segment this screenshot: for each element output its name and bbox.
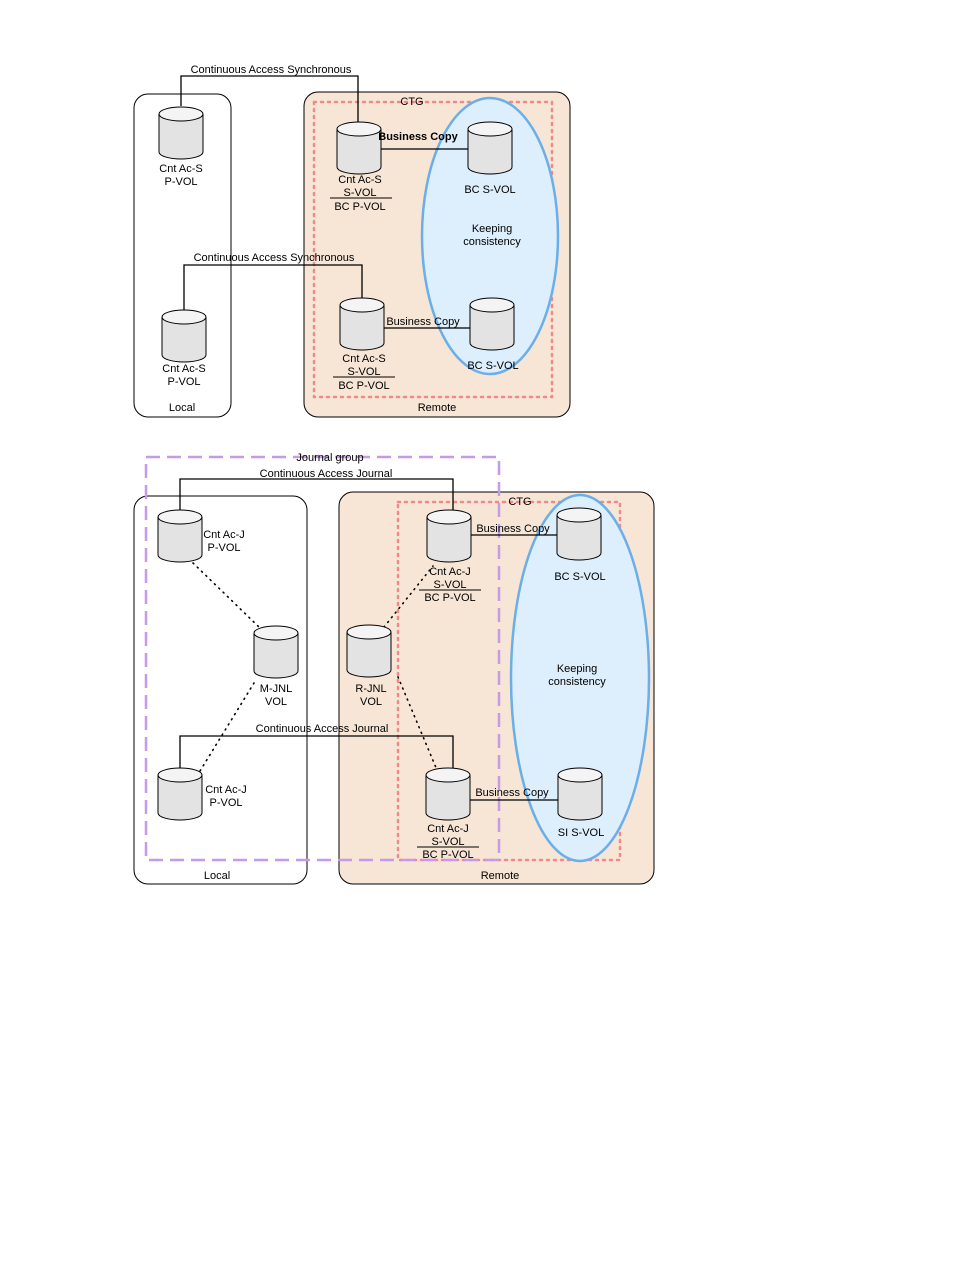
local-site-box — [133, 93, 232, 418]
volume-label: P-VOL — [209, 797, 242, 809]
bc-label: Business Copy — [378, 131, 458, 143]
remote-label: Remote — [481, 870, 520, 882]
volume-cylinder — [339, 297, 385, 351]
journal-dotted-link — [192, 562, 261, 629]
consistency-label: Keeping — [557, 663, 597, 675]
volume-label: P-VOL — [167, 376, 200, 388]
volume-cylinder — [157, 767, 203, 821]
volume-cylinder — [336, 121, 382, 175]
volume-label: BC S-VOL — [464, 184, 515, 196]
volume-label: M-JNL — [260, 683, 292, 695]
volume-label: Cnt Ac-S — [338, 174, 381, 186]
volume-label: Cnt Ac-J — [429, 566, 471, 578]
volume-label: S-VOL — [343, 187, 376, 199]
volume-label: SI S-VOL — [558, 827, 604, 839]
volume-label: BC S-VOL — [554, 571, 605, 583]
volume-cylinder — [467, 121, 513, 175]
journal-dotted-link — [383, 565, 434, 628]
volume-label: Cnt Ac-S — [159, 163, 202, 175]
consistency-label: consistency — [463, 236, 521, 248]
volume-label: S-VOL — [431, 836, 464, 848]
link-label: Continuous Access Journal — [256, 723, 389, 735]
volume-cylinder — [253, 625, 299, 679]
local-site-box — [133, 495, 308, 885]
journal-link-bottom — [179, 735, 454, 771]
volume-label: S-VOL — [433, 579, 466, 591]
journal-dotted-link — [397, 676, 438, 771]
journal-link-top — [179, 478, 454, 513]
volume-cylinder — [158, 106, 204, 160]
remote-label: Remote — [418, 402, 457, 414]
sync-link-bottom — [183, 264, 363, 310]
volume-label: S-VOL — [347, 366, 380, 378]
volume-cylinder — [469, 297, 515, 351]
journal-group-label: Journal group — [296, 452, 363, 464]
link-label: Continuous Access Synchronous — [194, 252, 355, 264]
consistency-ellipse — [420, 96, 560, 376]
volume-label: BC S-VOL — [467, 360, 518, 372]
link-label: Continuous Access Synchronous — [191, 64, 352, 76]
volume-label: BC P-VOL — [424, 592, 475, 604]
local-label: Local — [204, 870, 230, 882]
volume-label: Cnt Ac-J — [427, 823, 469, 835]
local-label: Local — [169, 402, 195, 414]
volume-cylinder — [346, 624, 392, 678]
consistency-label: Keeping — [472, 223, 512, 235]
volume-label: BC P-VOL — [338, 380, 389, 392]
ctg-label: CTG — [508, 496, 531, 508]
link-label: Continuous Access Journal — [260, 468, 393, 480]
bc-label: Business Copy — [475, 787, 549, 799]
volume-label: R-JNL — [355, 683, 386, 695]
volume-cylinder — [557, 767, 603, 821]
bc-label: Business Copy — [476, 523, 550, 535]
volume-cylinder — [157, 509, 203, 563]
consistency-label: consistency — [548, 676, 606, 688]
volume-label: P-VOL — [207, 542, 240, 554]
volume-label: BC P-VOL — [422, 849, 473, 861]
ctg-label: CTG — [400, 96, 423, 108]
journal-group-boundary — [144, 455, 501, 862]
volume-label: Cnt Ac-J — [203, 529, 245, 541]
volume-label: VOL — [265, 696, 287, 708]
volume-cylinder — [161, 309, 207, 363]
volume-label: P-VOL — [164, 176, 197, 188]
sync-link-top — [180, 75, 359, 122]
diagram-journal: Journal group Continuous Access Journal … — [133, 452, 655, 885]
consistency-ellipse — [509, 493, 651, 863]
volume-label: BC P-VOL — [334, 201, 385, 213]
volume-label: Cnt Ac-S — [162, 363, 205, 375]
volume-cylinder — [426, 509, 472, 563]
volume-label: Cnt Ac-J — [205, 784, 247, 796]
journal-dotted-link — [199, 682, 255, 772]
diagram-synchronous: Continuous Access Synchronous Continuous… — [133, 64, 571, 418]
volume-cylinder — [556, 507, 602, 561]
volume-label: Cnt Ac-S — [342, 353, 385, 365]
volume-label: VOL — [360, 696, 382, 708]
volume-cylinder — [425, 767, 471, 821]
bc-label: Business Copy — [386, 316, 460, 328]
